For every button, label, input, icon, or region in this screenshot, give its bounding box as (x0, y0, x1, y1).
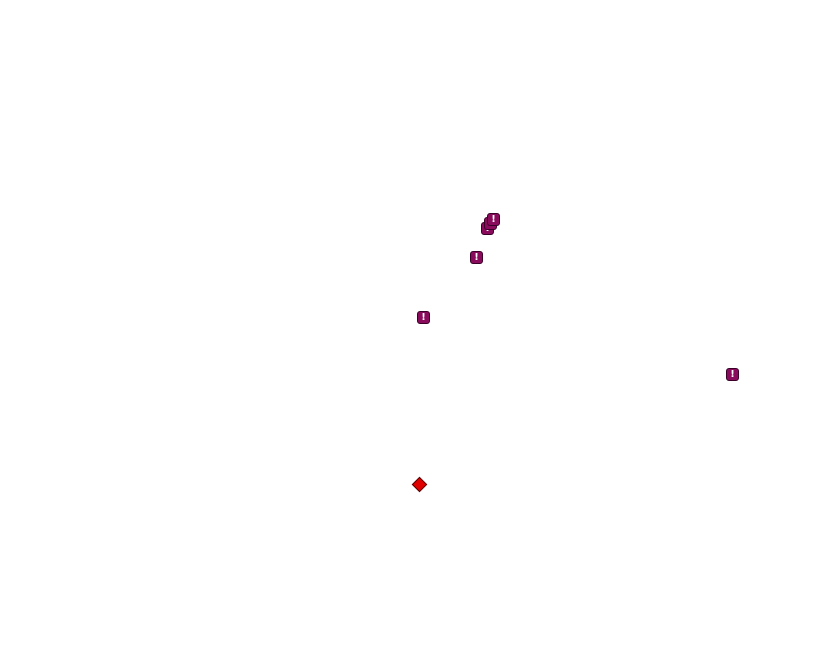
alert-marker-glyph: ! (474, 252, 479, 263)
alert-marker-glyph: ! (730, 369, 735, 380)
alert-marker-icon[interactable]: ! (726, 368, 739, 381)
alert-marker-icon[interactable]: ! (417, 311, 430, 324)
alert-marker-icon[interactable]: ! (470, 251, 483, 264)
alert-marker-icon[interactable]: ! (487, 213, 500, 226)
diamond-location-icon[interactable] (411, 476, 428, 493)
alert-marker-glyph: ! (421, 312, 426, 323)
alert-marker-glyph: ! (491, 214, 496, 225)
